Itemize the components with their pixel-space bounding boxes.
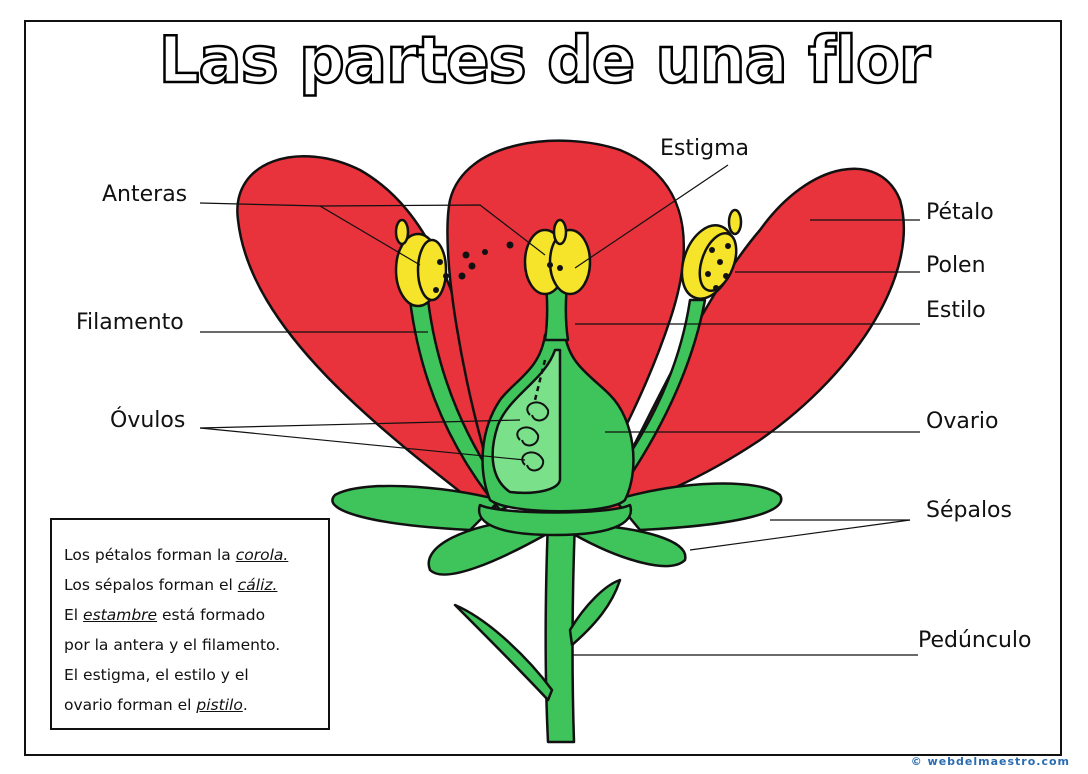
- leaf-right: [568, 578, 622, 647]
- term-estambre: estambre: [83, 606, 158, 624]
- sepal-right-outer: [613, 482, 783, 532]
- diagram-frame: [24, 20, 1062, 756]
- label-pedunculo: Pedúnculo: [918, 628, 1032, 653]
- site-credit: © webdelmaestro.com: [910, 755, 1070, 768]
- label-filamento: Filamento: [76, 310, 184, 335]
- note-line: El estambre está formado: [64, 606, 266, 624]
- note-line: por la antera y el filamento.: [64, 636, 281, 654]
- notes-box: Los pétalos forman la corola. Los sépalo…: [50, 518, 330, 730]
- anther-left: [394, 218, 448, 308]
- note-line: ovario forman el pistilo.: [64, 696, 248, 714]
- pollen-grains: [433, 241, 731, 293]
- term-caliz: cáliz.: [237, 576, 278, 594]
- note-line: Los pétalos forman la corola.: [64, 546, 289, 564]
- anther-center: [523, 218, 592, 296]
- term-pistilo: pistilo: [196, 696, 243, 714]
- stem: [544, 518, 577, 744]
- receptacle: [477, 503, 633, 537]
- label-estilo: Estilo: [926, 298, 986, 323]
- sepal-left-outer: [331, 484, 502, 532]
- ovules: [516, 401, 550, 472]
- label-estigma: Estigma: [660, 136, 749, 161]
- label-polen: Polen: [926, 253, 986, 278]
- ovary-cut: [491, 348, 562, 495]
- leaf-left: [453, 603, 554, 702]
- diagram-title: Las partes de una flor: [157, 23, 931, 100]
- note-line: El estigma, el estilo y el: [64, 666, 249, 684]
- label-petalo: Pétalo: [926, 200, 994, 225]
- sepal-right-lower: [573, 523, 687, 568]
- term-corola: corola.: [235, 546, 289, 564]
- leader-lines: [199, 164, 920, 656]
- note-line: Los sépalos forman el cáliz.: [64, 576, 278, 594]
- label-ovario: Ovario: [926, 409, 999, 434]
- label-sepalos: Sépalos: [926, 498, 1012, 523]
- label-ovulos: Óvulos: [110, 408, 186, 433]
- label-anteras: Anteras: [102, 182, 188, 207]
